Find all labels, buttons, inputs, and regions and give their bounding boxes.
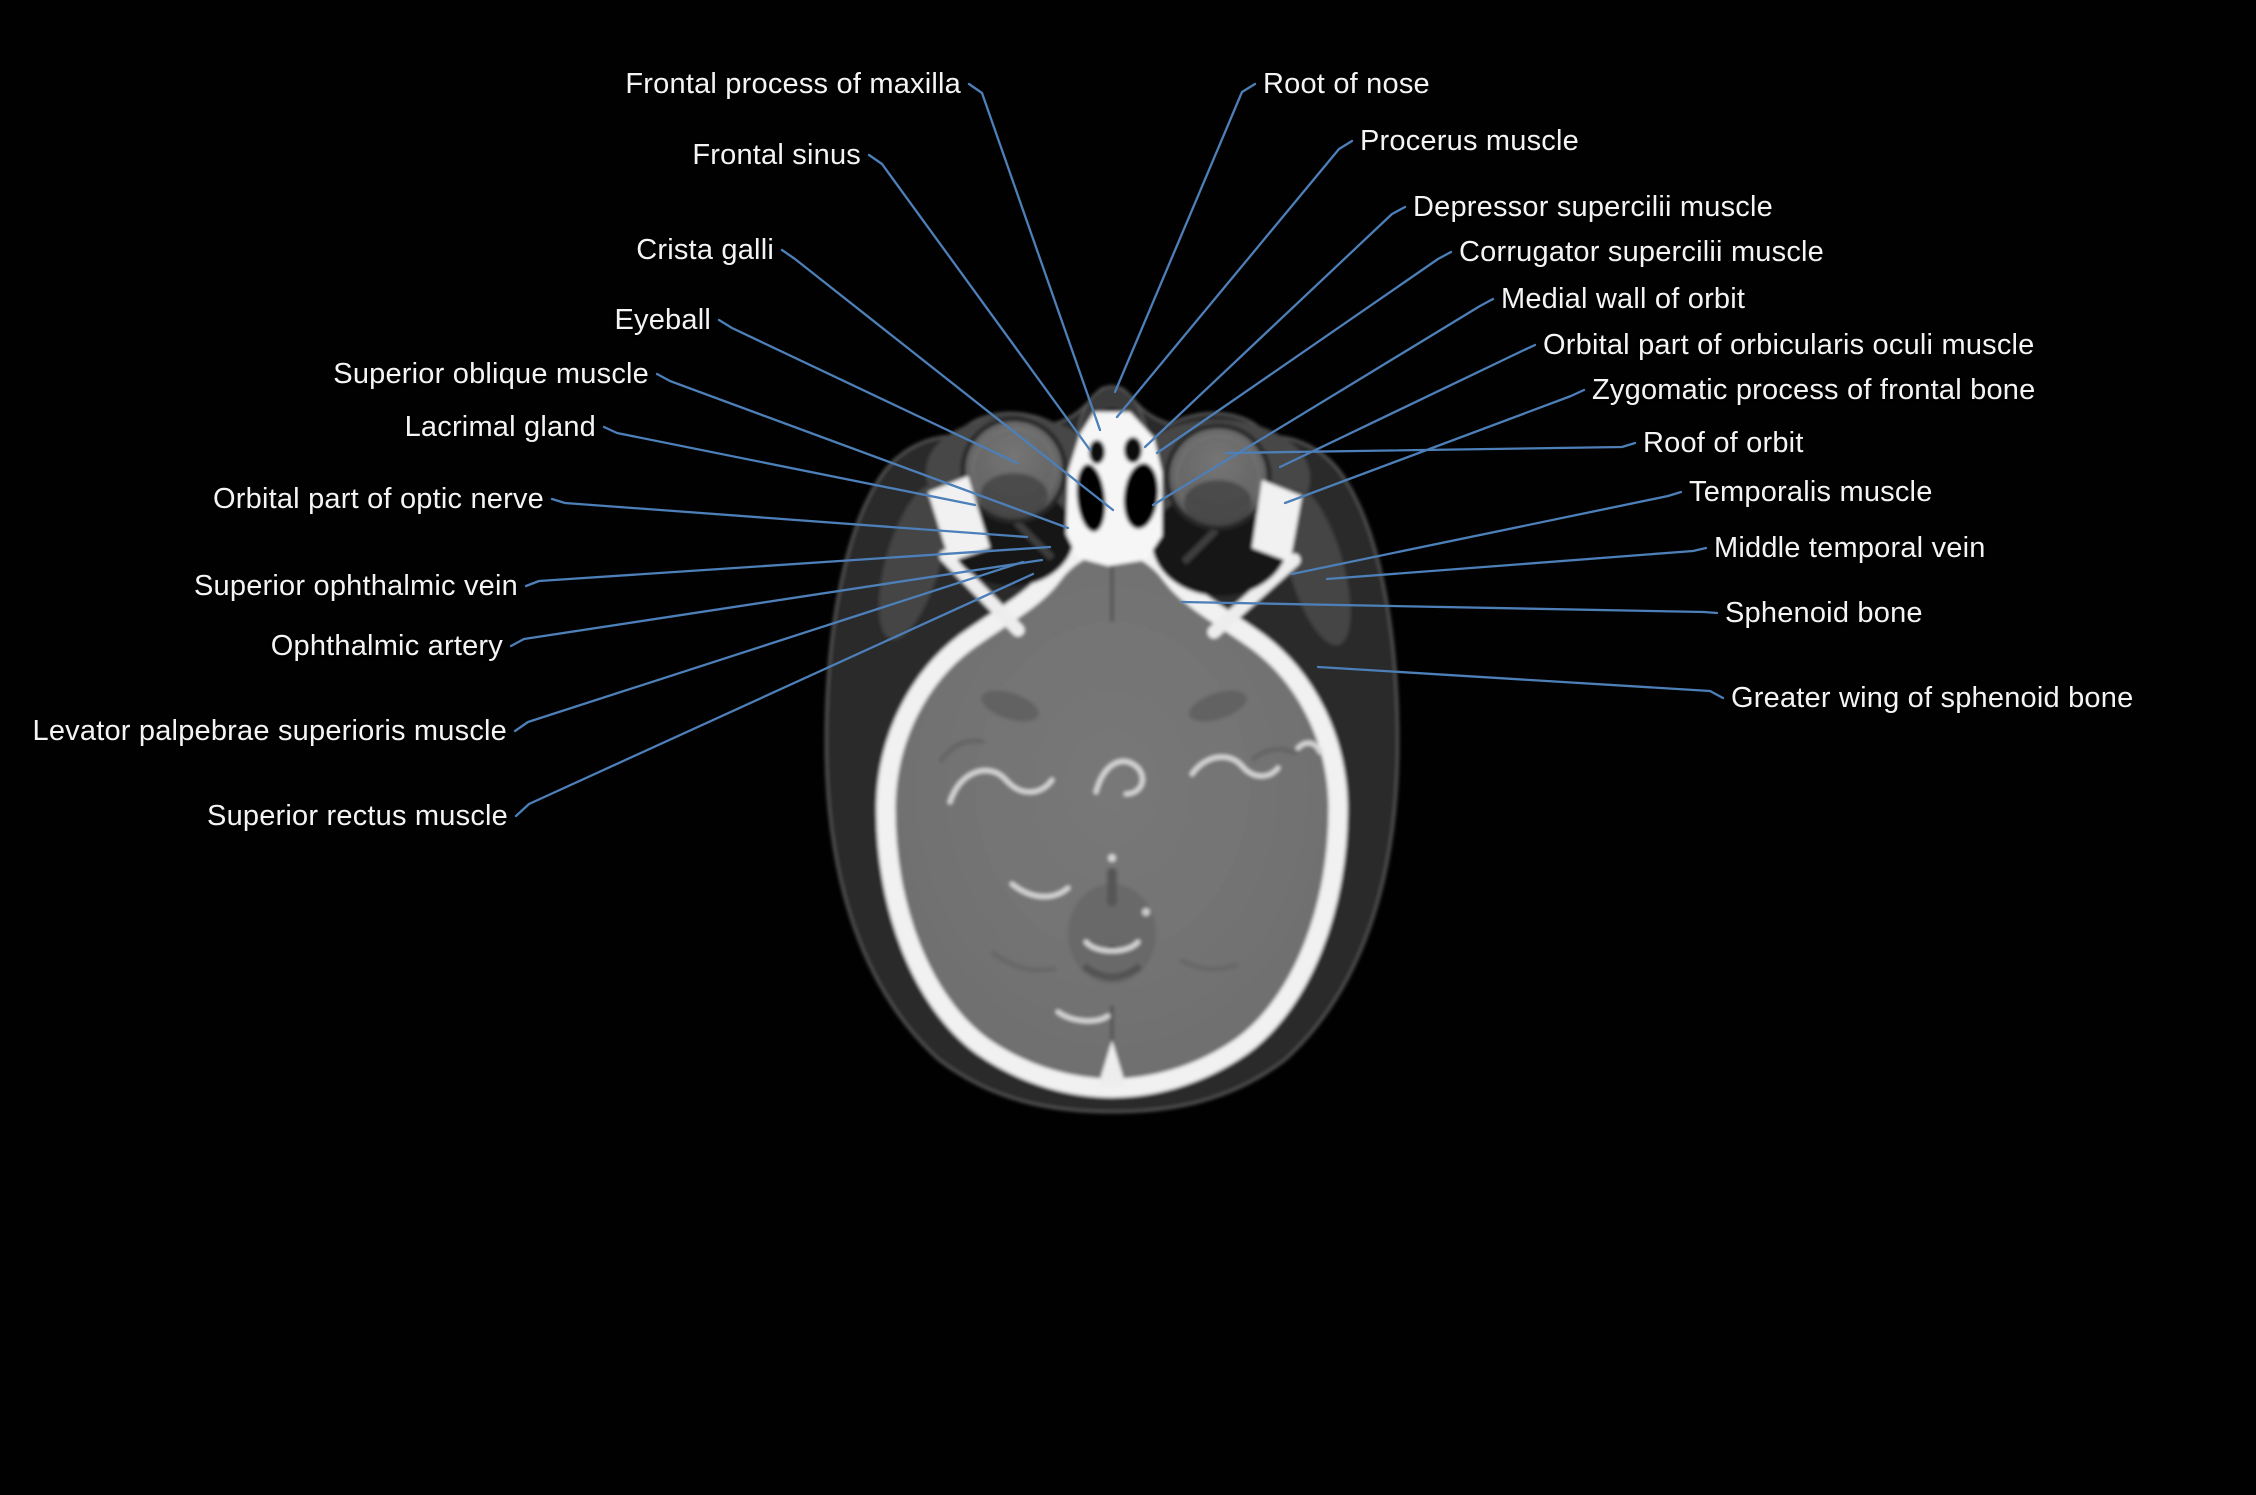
leader-zygomatic-process-of-frontal-bone (1283, 388, 1586, 505)
label-zygomatic-process-of-frontal-bone: Zygomatic process of frontal bone (1592, 374, 2036, 406)
leader-orbital-part-of-orbicularis-oculi-muscle (1278, 343, 1537, 469)
brain (876, 532, 1348, 1098)
leader-frontal-sinus (867, 153, 1092, 452)
label-superior-ophthalmic-vein: Superior ophthalmic vein (194, 570, 518, 602)
label-frontal-process-of-maxilla: Frontal process of maxilla (625, 68, 961, 100)
leader-temporalis-muscle (1290, 490, 1683, 576)
label-ophthalmic-artery: Ophthalmic artery (270, 630, 503, 662)
leader-corrugator-supercilii-muscle (1155, 250, 1453, 455)
leader-medial-wall-of-orbit (1151, 297, 1495, 507)
cerebral-vessels (947, 740, 1323, 1024)
label-superior-rectus-muscle: Superior rectus muscle (207, 800, 508, 832)
leader-lacrimal-gland (602, 425, 977, 507)
leader-superior-oblique-muscle (655, 372, 1070, 530)
eyeball-left (960, 416, 1068, 524)
label-eyeball: Eyeball (614, 304, 711, 336)
label-procerus-muscle: Procerus muscle (1360, 125, 1579, 157)
label-medial-wall-of-orbit: Medial wall of orbit (1501, 283, 1746, 315)
label-greater-wing-of-sphenoid-bone: Greater wing of sphenoid bone (1731, 682, 2134, 714)
label-corrugator-supercilii-muscle: Corrugator supercilii muscle (1459, 236, 1824, 268)
label-temporalis-muscle: Temporalis muscle (1689, 476, 1933, 508)
leader-orbital-part-of-optic-nerve (550, 497, 1029, 539)
leader-root-of-nose (1113, 82, 1257, 394)
label-root-of-nose: Root of nose (1263, 68, 1430, 100)
label-levator-palpebrae-superioris-muscle: Levator palpebrae superioris muscle (32, 715, 507, 747)
leader-levator-palpebrae-superioris-muscle (513, 560, 1025, 733)
leader-superior-rectus-muscle (514, 572, 1035, 818)
leader-sphenoid-bone (1180, 600, 1719, 615)
leader-procerus-muscle (1115, 139, 1354, 419)
label-frontal-sinus: Frontal sinus (692, 139, 861, 171)
label-orbital-part-of-optic-nerve: Orbital part of optic nerve (213, 483, 544, 515)
leader-roof-of-orbit (1224, 441, 1637, 455)
label-lacrimal-gland: Lacrimal gland (404, 411, 596, 443)
leader-greater-wing-of-sphenoid-bone (1316, 665, 1725, 700)
leader-frontal-process-of-maxilla (967, 82, 1102, 432)
temporalis-left (878, 484, 948, 640)
label-orbital-part-of-orbicularis-oculi-muscle: Orbital part of orbicularis oculi muscle (1543, 329, 2035, 361)
ct-scan-image (824, 384, 1400, 1114)
label-sphenoid-bone: Sphenoid bone (1725, 597, 1923, 629)
leader-ophthalmic-artery (509, 558, 1044, 648)
label-depressor-supercilii-muscle: Depressor supercilii muscle (1413, 191, 1773, 223)
label-roof-of-orbit: Roof of orbit (1643, 427, 1804, 459)
leader-crista-galli (780, 248, 1115, 512)
leader-middle-temporal-vein (1325, 546, 1708, 581)
leader-depressor-supercilii-muscle (1143, 205, 1407, 449)
eyeball-right (1164, 423, 1272, 531)
leader-eyeball (717, 318, 1019, 465)
label-superior-oblique-muscle: Superior oblique muscle (333, 358, 649, 390)
label-crista-galli: Crista galli (636, 234, 774, 266)
label-middle-temporal-vein: Middle temporal vein (1714, 532, 1986, 564)
leader-lines (509, 82, 1725, 818)
leader-superior-ophthalmic-vein (524, 545, 1052, 588)
